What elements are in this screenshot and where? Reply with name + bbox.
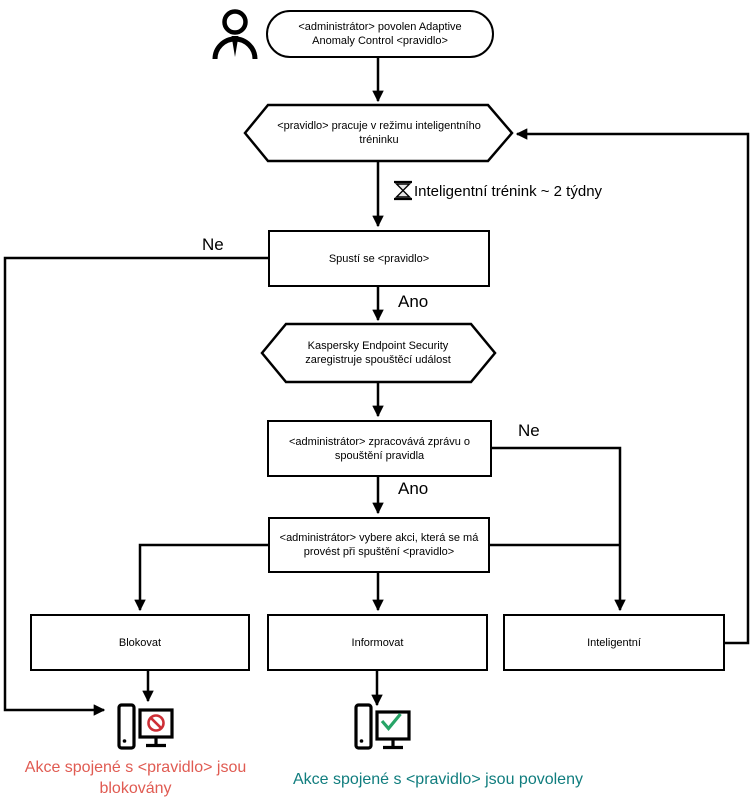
computer-blocked-icon [117, 703, 174, 750]
node-training-mode-label: <pravidlo> pracuje v režimu inteligentní… [277, 120, 481, 146]
check-icon [380, 712, 402, 731]
edge-smart-feedback-loop [515, 128, 750, 645]
node-action-block: Blokovat [30, 614, 250, 671]
prohibition-icon [147, 714, 165, 732]
node-action-block-label: Blokovat [118, 636, 162, 649]
node-kes-registers-label: Kaspersky Endpoint Security zaregistruje… [305, 340, 451, 366]
node-action-smart: Inteligentní [503, 614, 725, 671]
training-duration-note: Inteligentní trénink ~ 2 týdny [414, 182, 602, 201]
outcome-allowed-text: Akce spojené s <pravidlo> jsou povoleny [293, 771, 583, 788]
node-kes-registers: Kaspersky Endpoint Security zaregistruje… [268, 324, 488, 382]
edge-label-yes-report: Ano [398, 479, 429, 498]
edge-label-no-right: Ne [518, 421, 540, 440]
node-rule-triggers: Spustí se <pravidlo> [268, 230, 490, 287]
node-start-label: <administrátor> povolen Adaptive Anomaly… [298, 21, 462, 47]
edge-label-yes-trigger: Ano [398, 292, 429, 311]
edge-select-to-block [134, 543, 268, 612]
edge-label-no-left: Ne [202, 235, 224, 254]
node-admin-selects: <administrátor> vybere akci, která se má… [268, 517, 490, 573]
computer-allowed-icon [354, 703, 411, 750]
node-action-inform: Informovat [267, 614, 488, 671]
node-rule-triggers-label: Spustí se <pravidlo> [328, 252, 430, 265]
edge-trigger-no-loop [3, 256, 268, 716]
node-training-mode: <pravidlo> pracuje v režimu inteligentní… [250, 105, 508, 161]
outcome-blocked-text: Akce spojené s <pravidlo> jsou blokovány [24, 759, 247, 797]
hexagon-kes-registers [260, 322, 497, 384]
node-action-inform-label: Informovat [351, 636, 404, 649]
node-start: <administrátor> povolen Adaptive Anomaly… [266, 10, 494, 58]
node-admin-report-label: <administrátor> zpracovává zprávu o spou… [289, 435, 470, 462]
node-admin-report: <administrátor> zpracovává zprávu o spou… [267, 420, 492, 477]
node-admin-selects-label: <administrátor> vybere akci, která se má… [279, 532, 479, 558]
person-icon [212, 9, 258, 60]
hexagon-training-mode [243, 103, 514, 163]
node-action-smart-label: Inteligentní [587, 636, 641, 649]
hourglass-icon [394, 180, 412, 201]
edge-report-no-to-smart [492, 446, 626, 612]
training-duration-text: Inteligentní trénink ~ 2 týdny [414, 183, 603, 200]
